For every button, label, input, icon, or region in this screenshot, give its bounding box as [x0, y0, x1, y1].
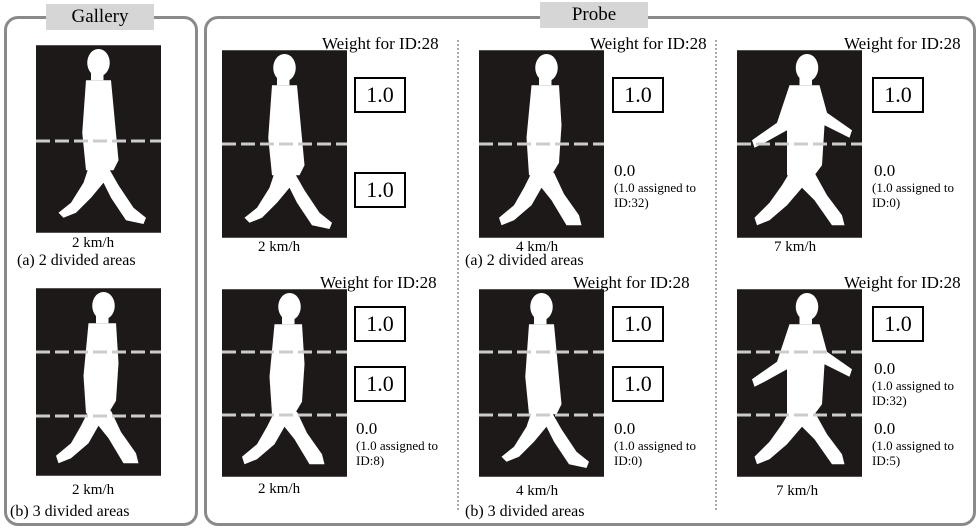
probe-speed: 2 km/h — [258, 481, 301, 497]
gallery-speed-b: 2 km/h — [72, 482, 115, 498]
probe-title: Probe — [540, 2, 648, 28]
gallery-caption-a: (a) 2 divided areas — [17, 252, 136, 269]
probe-silhouette — [737, 289, 862, 477]
weight-box: 1.0 — [354, 306, 406, 342]
probe-caption-b: (b) 3 divided areas — [465, 503, 585, 520]
assignment-note: (1.0 assigned to ID:8) — [356, 438, 438, 468]
assignment-note: (1.0 assigned to ID:0) — [872, 180, 954, 210]
weight-box: 1.0 — [612, 77, 664, 113]
weight-box: 1.0 — [354, 77, 406, 113]
gallery-silhouette-2-areas — [36, 45, 161, 233]
gallery-speed-a: 2 km/h — [72, 235, 115, 251]
assignment-note: (1.0 assigned to ID:32) — [872, 378, 954, 408]
probe-silhouette — [222, 50, 347, 238]
assignment-note: (1.0 assigned to ID:0) — [614, 438, 696, 468]
probe-speed: 7 km/h — [774, 239, 817, 255]
weight-label: Weight for ID:28 — [573, 273, 690, 292]
weight-label: Weight for ID:28 — [322, 34, 439, 53]
weight-label: Weight for ID:28 — [844, 273, 961, 292]
weight-value: 0.0 — [874, 359, 896, 378]
weight-label: Weight for ID:28 — [844, 34, 961, 53]
probe-speed: 4 km/h — [516, 483, 559, 499]
probe-silhouette — [737, 50, 862, 238]
probe-separator-1 — [457, 40, 459, 510]
gallery-title: Gallery — [46, 4, 154, 30]
probe-speed: 2 km/h — [258, 239, 301, 255]
weight-value: 0.0 — [874, 419, 896, 438]
weight-value: 0.0 — [614, 419, 636, 438]
gallery-caption-b: (b) 3 divided areas — [10, 503, 130, 520]
weight-label: Weight for ID:28 — [320, 273, 437, 292]
weight-label: Weight for ID:28 — [590, 34, 707, 53]
weight-box: 1.0 — [612, 306, 664, 342]
probe-silhouette — [222, 289, 347, 477]
weight-box: 1.0 — [872, 77, 924, 113]
probe-separator-2 — [715, 40, 717, 510]
probe-silhouette — [479, 289, 604, 477]
gallery-silhouette-3-areas — [36, 288, 161, 476]
weight-value: 0.0 — [356, 419, 378, 438]
weight-value: 0.0 — [874, 161, 896, 180]
assignment-note: (1.0 assigned to ID:32) — [614, 180, 696, 210]
weight-box: 1.0 — [872, 306, 924, 342]
weight-box: 1.0 — [612, 366, 664, 402]
probe-speed: 4 km/h — [516, 239, 559, 255]
weight-box: 1.0 — [354, 172, 406, 208]
probe-silhouette — [479, 50, 604, 238]
probe-speed: 7 km/h — [776, 483, 819, 499]
weight-box: 1.0 — [354, 366, 406, 402]
weight-value: 0.0 — [614, 161, 636, 180]
assignment-note: (1.0 assigned to ID:5) — [872, 438, 954, 468]
probe-caption-a: (a) 2 divided areas — [465, 252, 584, 269]
